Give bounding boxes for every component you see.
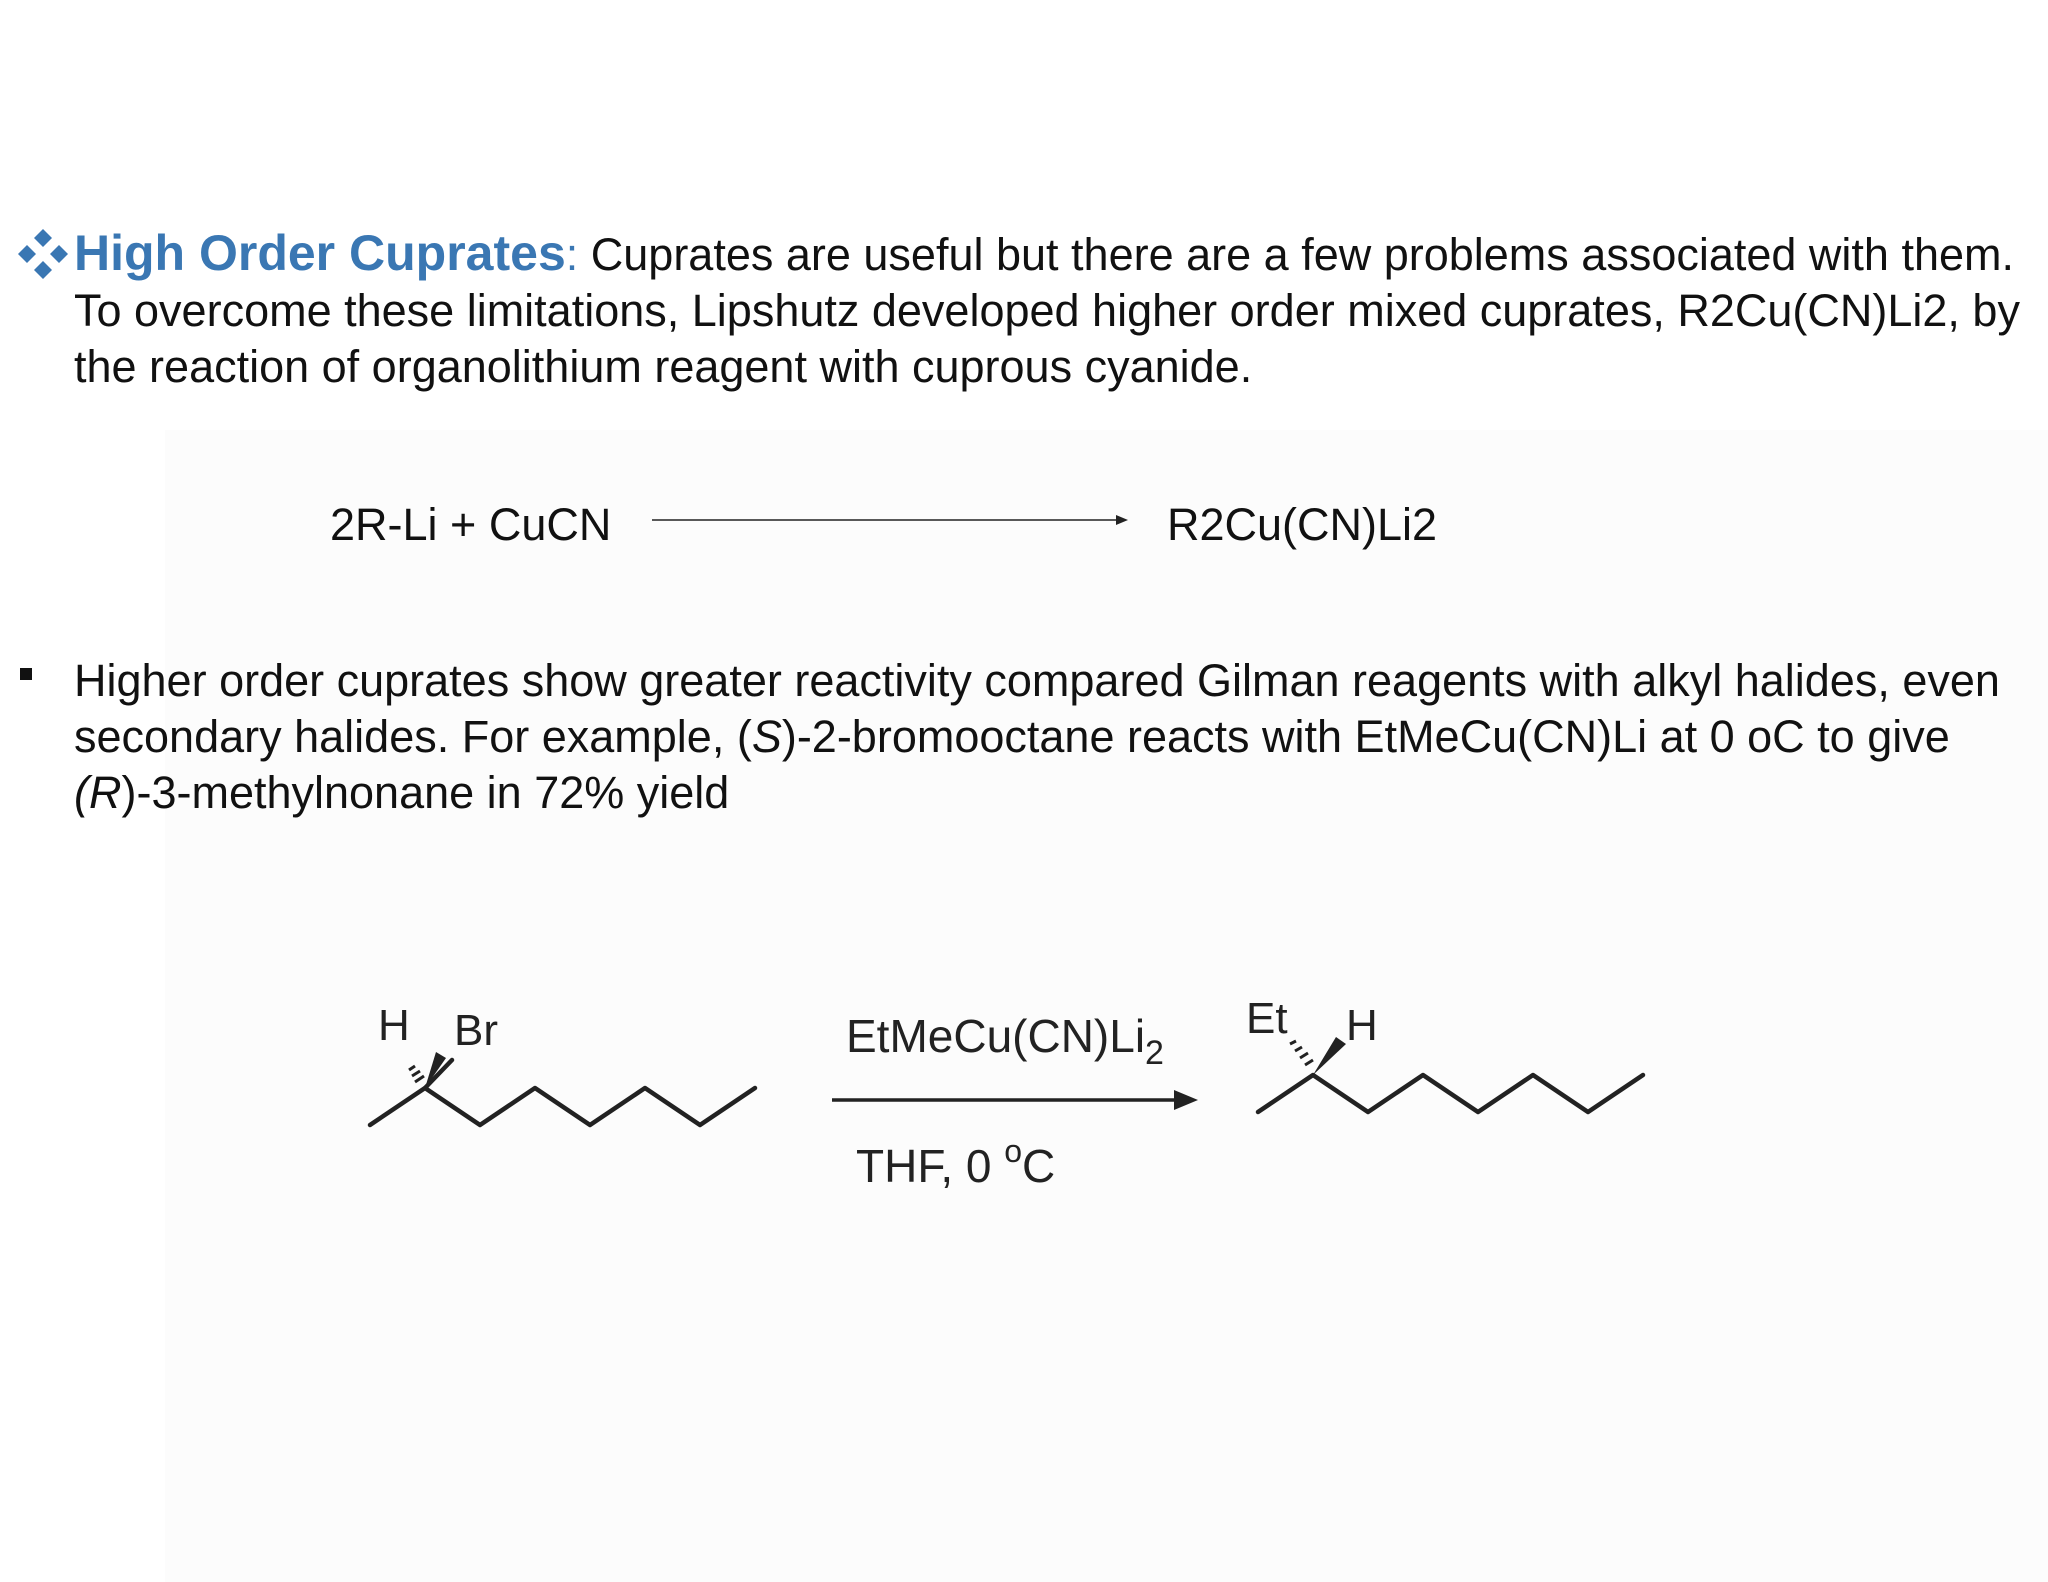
reagent-label: EtMeCu(CN)Li2 <box>846 1010 1164 1072</box>
intro-text: Cuprates are useful but there are a few … <box>74 229 2020 392</box>
reactant-hash-bond <box>408 1064 425 1084</box>
reactant-structure <box>367 1057 758 1128</box>
equation-reactants: 2R-Li + CuCN <box>330 499 612 550</box>
reactant-h-label: H <box>378 1001 410 1050</box>
example-italic-s: S <box>751 711 782 762</box>
product-hash-bond <box>1289 1039 1314 1067</box>
product-et-label: Et <box>1246 994 1288 1043</box>
example-text-a: Higher order cuprates show greater react… <box>74 655 2000 762</box>
example-italic-r: (R <box>74 767 122 818</box>
square-bullet-icon <box>20 668 32 680</box>
conditions-label: THF, 0 oC <box>856 1133 1055 1192</box>
conditions-superscript: o <box>1004 1133 1022 1169</box>
conditions-end: C <box>1022 1140 1055 1192</box>
reagent-main: EtMeCu(CN)Li <box>846 1010 1145 1062</box>
reagent-subscript: 2 <box>1145 1034 1164 1072</box>
intro-paragraph: High Order Cuprates: Cuprates are useful… <box>74 225 2034 395</box>
product-h-label: H <box>1346 1001 1378 1050</box>
product-wedge-bond <box>1313 1037 1346 1075</box>
scheme-arrow-head <box>1174 1090 1198 1110</box>
product-structure <box>1255 1072 1646 1115</box>
heading-colon: : <box>565 229 579 280</box>
reactant-wedge-bond <box>425 1052 446 1088</box>
example-text-c: )-3-methylnonane in 72% yield <box>121 767 730 818</box>
reactant-br-label: Br <box>454 1006 498 1055</box>
background-panel <box>165 430 2048 1582</box>
example-text-b: )-2-bromooctane reacts with EtMeCu(CN)Li… <box>781 711 1950 762</box>
example-paragraph: Higher order cuprates show greater react… <box>74 653 2034 821</box>
section-heading: High Order Cuprates <box>74 225 566 281</box>
equation-product: R2Cu(CN)Li2 <box>1167 499 1438 550</box>
conditions-main: THF, 0 <box>856 1140 1004 1192</box>
diamond-bullet-icon <box>18 229 68 279</box>
